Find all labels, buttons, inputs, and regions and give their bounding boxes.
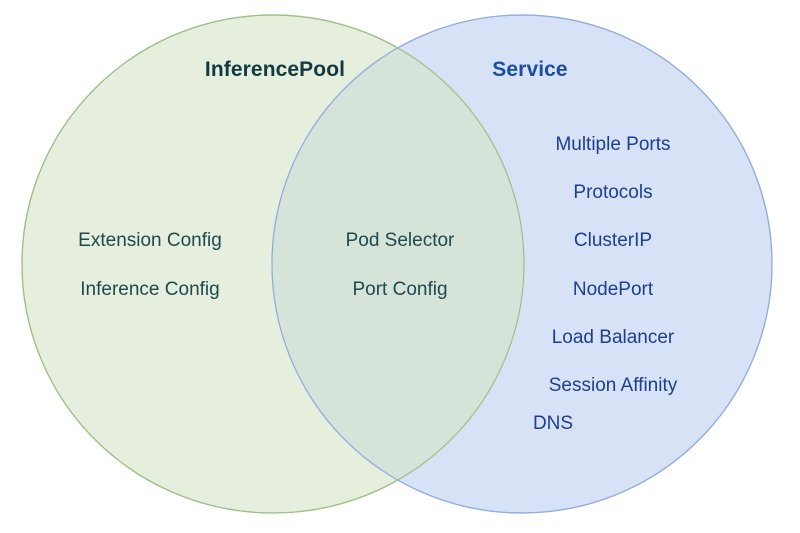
list-item: Port Config	[352, 279, 448, 300]
list-item: Load Balancer	[551, 327, 675, 348]
circle-intersection	[272, 15, 524, 513]
list-item: ClusterIP	[573, 230, 653, 251]
set-title-inferencepool: InferencePool	[204, 58, 346, 81]
list-item: Extension Config	[78, 230, 222, 251]
list-item: Multiple Ports	[555, 134, 671, 155]
set-title-service: Service	[492, 58, 568, 81]
list-item: Pod Selector	[345, 230, 455, 251]
list-item: DNS	[532, 413, 574, 434]
list-item: Session Affinity	[548, 375, 678, 396]
list-item: Protocols	[573, 182, 653, 203]
circle-inferencepool-outline	[21, 14, 525, 514]
list-item: NodePort	[572, 279, 654, 300]
list-item: Inference Config	[80, 279, 220, 300]
circle-service-outline	[271, 14, 773, 514]
